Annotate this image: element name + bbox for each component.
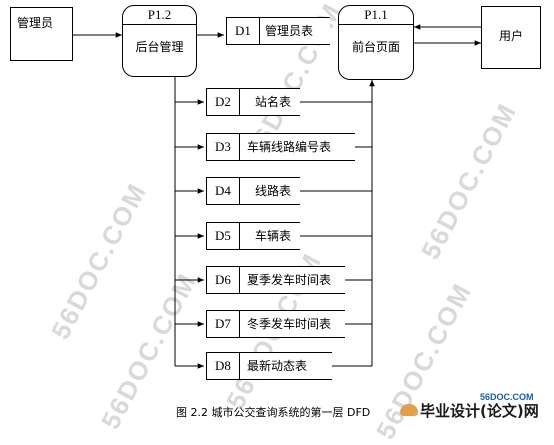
entity-user: 用户 (481, 6, 541, 69)
process-backend-id: P1.2 (123, 6, 196, 25)
datastore-d2-id: D2 (207, 89, 240, 115)
datastore-d4: D4 线路表 (206, 177, 300, 205)
process-backend-name: 后台管理 (135, 40, 184, 54)
datastore-d8: D8 最新动态表 (206, 352, 332, 380)
process-frontend: P1.1 前台页面 (338, 5, 414, 80)
datastore-d4-name: 线路表 (255, 184, 292, 198)
logo-mark-icon (400, 404, 418, 416)
datastore-d8-id: D8 (207, 353, 240, 379)
process-frontend-id: P1.1 (339, 6, 413, 25)
datastore-d6-name: 夏季发车时间表 (247, 273, 332, 287)
entity-user-label: 用户 (498, 29, 523, 43)
datastore-d5: D5 车辆表 (206, 222, 300, 250)
datastore-d6-id: D6 (207, 267, 240, 293)
datastore-d2: D2 站名表 (206, 88, 300, 116)
datastore-d1-id: D1 (227, 18, 260, 44)
datastore-d7-name: 冬季发车时间表 (247, 317, 332, 331)
process-frontend-name: 前台页面 (351, 40, 400, 54)
datastore-d4-id: D4 (207, 178, 240, 204)
datastore-d3: D3 车辆线路编号表 (206, 133, 355, 161)
process-backend: P1.2 后台管理 (122, 5, 197, 77)
datastore-d6: D6 夏季发车时间表 (206, 266, 345, 294)
datastore-d3-name: 车辆线路编号表 (247, 140, 332, 154)
datastore-d7: D7 冬季发车时间表 (206, 310, 345, 338)
datastore-d1: D1 管理员表 (226, 17, 330, 45)
datastore-d3-id: D3 (207, 134, 240, 160)
datastore-d7-id: D7 (207, 311, 240, 337)
datastore-d5-name: 车辆表 (255, 229, 292, 243)
dfd-connectors (73, 24, 481, 369)
entity-admin-label: 管理员 (17, 16, 54, 30)
entity-admin: 管理员 (10, 7, 73, 61)
datastore-d2-name: 站名表 (255, 95, 292, 109)
datastore-d5-id: D5 (207, 223, 240, 249)
logo-brand: 毕业设计(论文)网 (420, 402, 539, 420)
logo-url: 56DOC.COM (480, 392, 534, 402)
datastore-d8-name: 最新动态表 (247, 359, 308, 373)
figure-caption: 图 2.2 城市公交查询系统的第一层 DFD (176, 406, 371, 419)
datastore-d1-name: 管理员表 (265, 24, 314, 38)
